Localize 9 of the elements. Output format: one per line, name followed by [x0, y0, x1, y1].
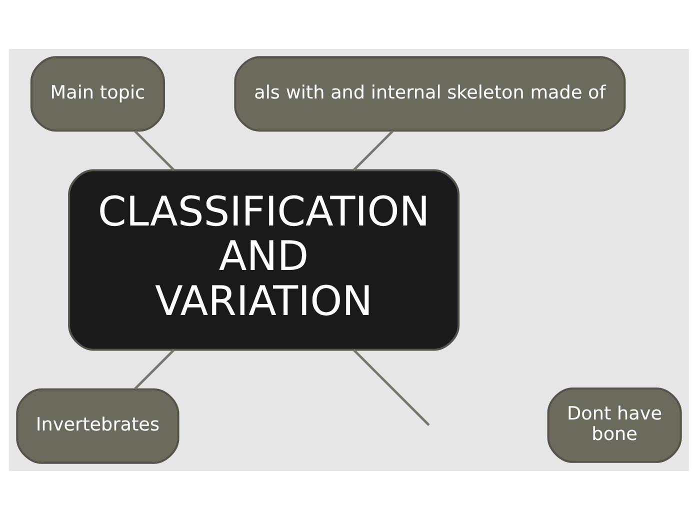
connector [134, 130, 174, 171]
connector [134, 349, 174, 390]
node-box: als with and internal skeleton made of [234, 56, 626, 132]
node-box: Dont have bone [546, 387, 682, 463]
node-box: CLASSIFICATION AND VARIATION [68, 169, 460, 351]
node-box: Main topic [30, 56, 164, 132]
node-box: Invertebrates [16, 388, 179, 464]
connector [352, 130, 394, 171]
connector [352, 349, 430, 426]
